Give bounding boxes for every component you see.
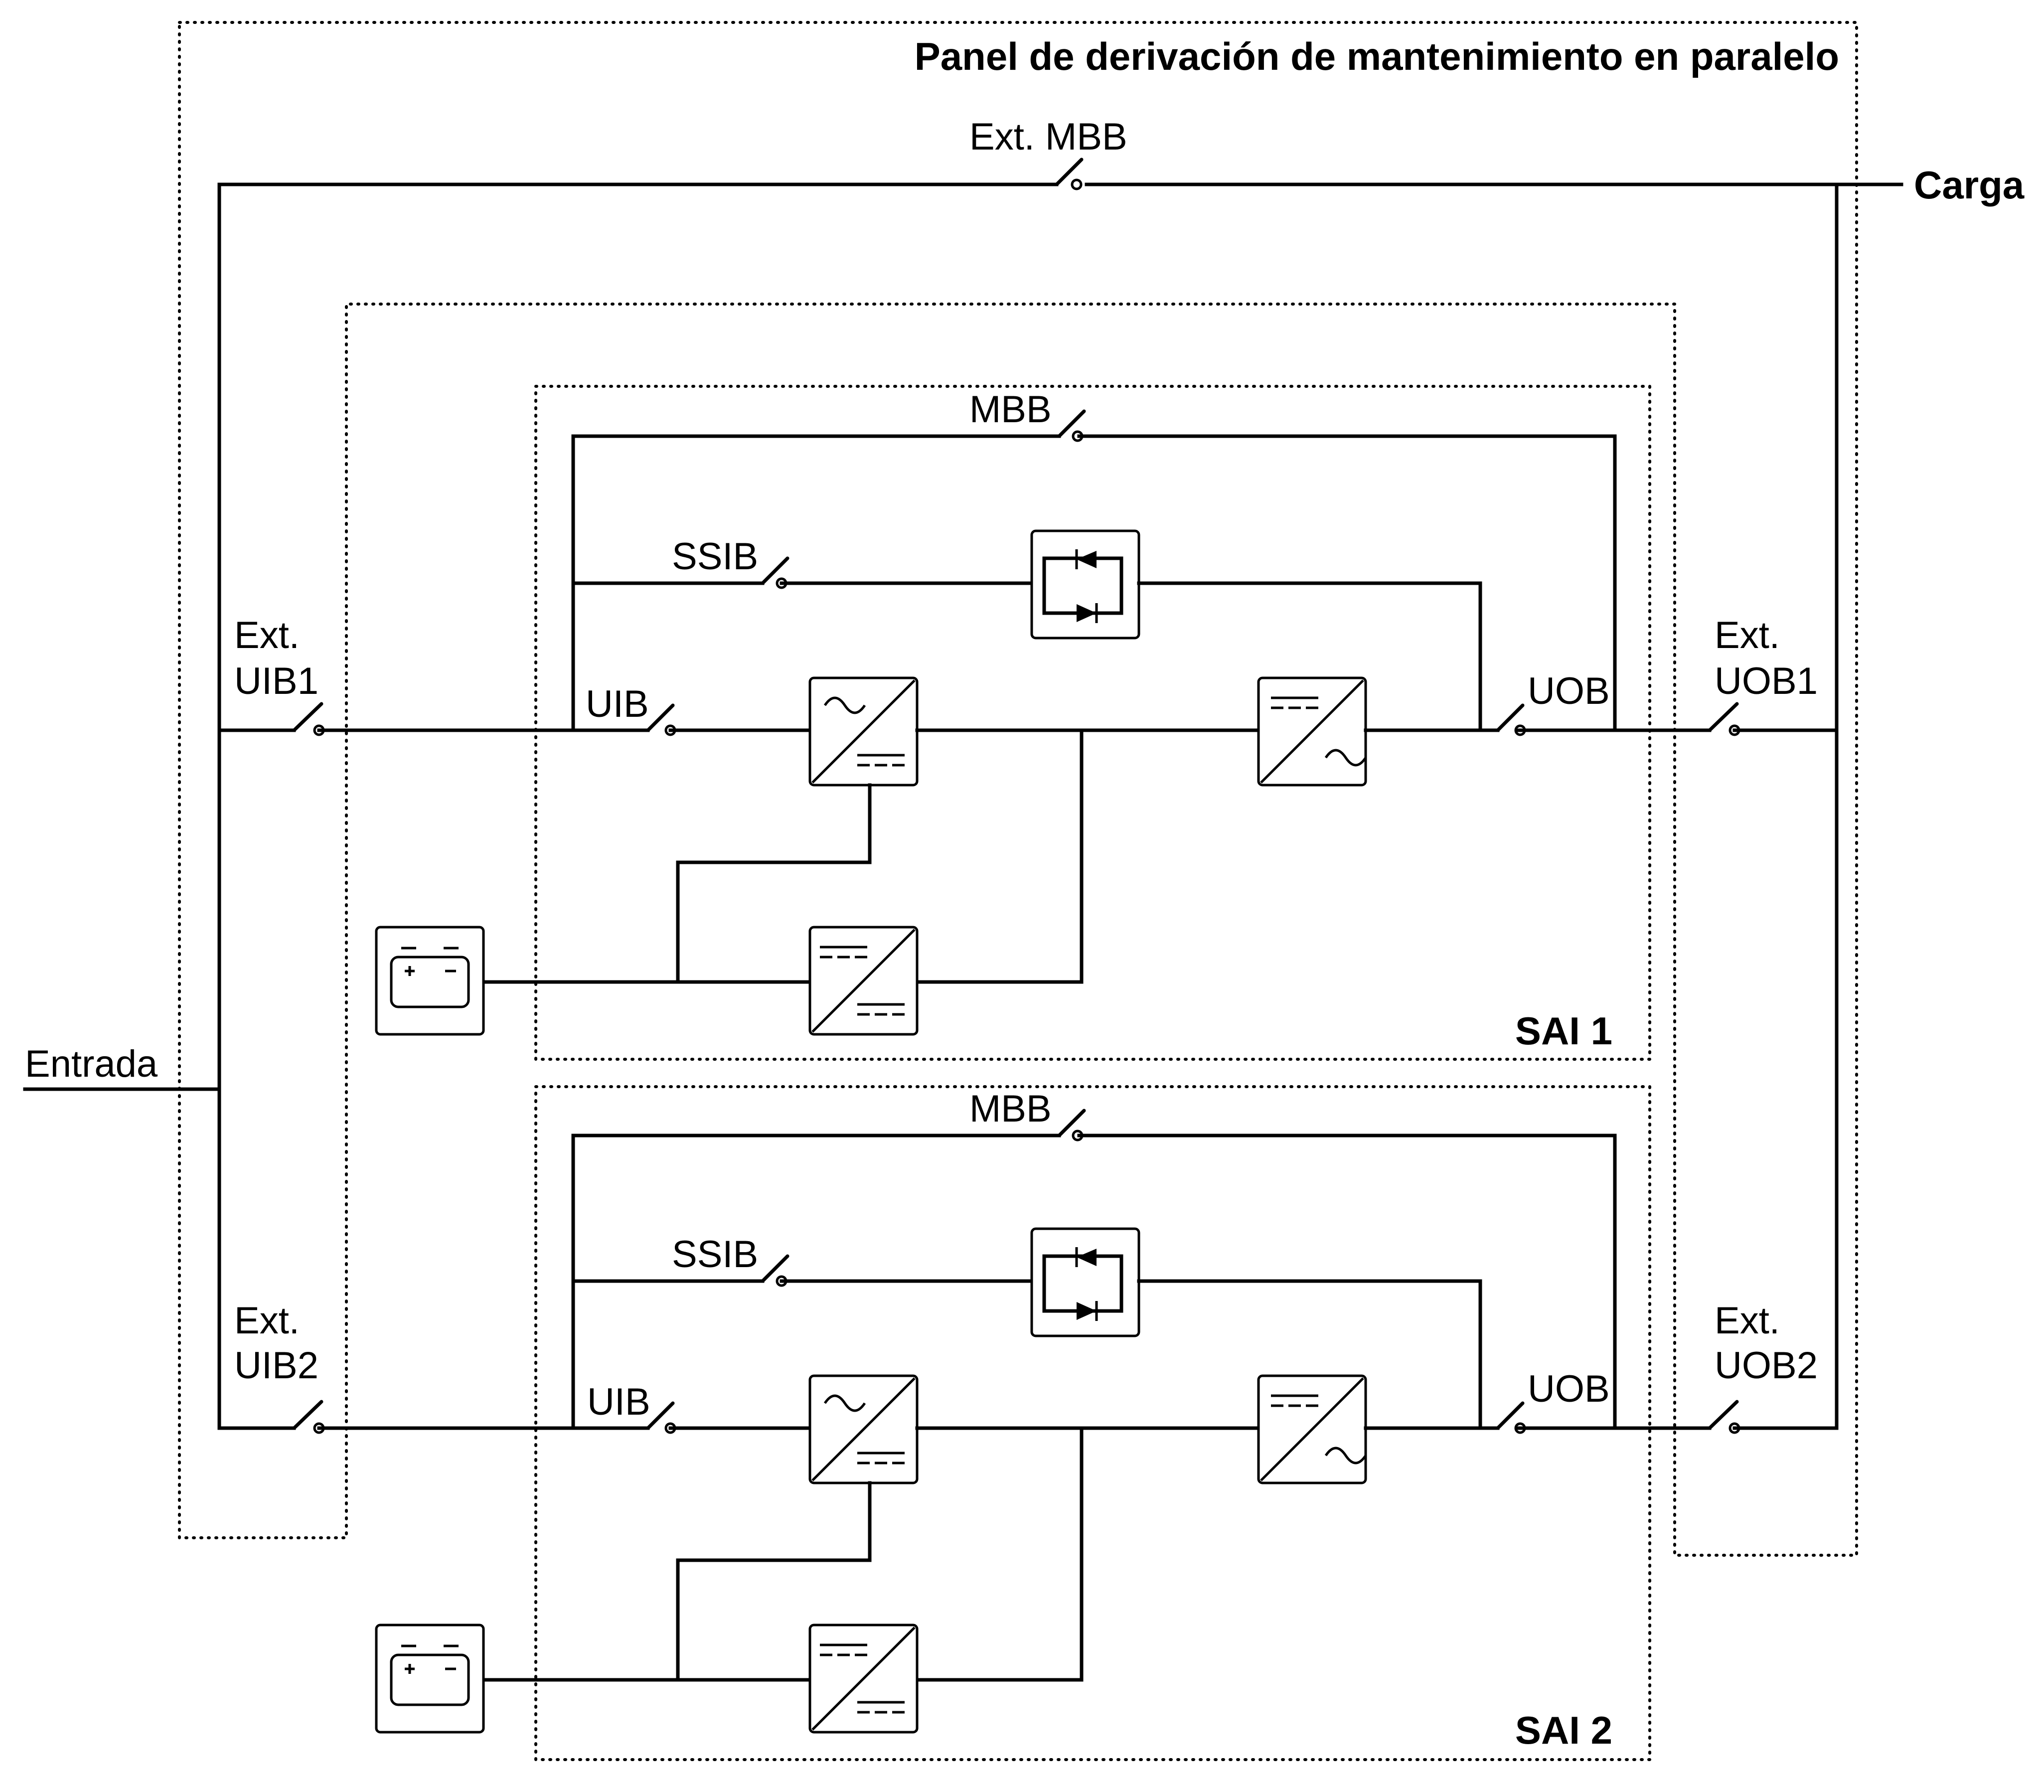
- input-label: Entrada: [25, 1043, 158, 1085]
- static-switch-thyristor-icon: [1030, 529, 1140, 640]
- dc-ac-inverter-icon: [1257, 1374, 1367, 1484]
- ups-1-rectifier-to-battery: [676, 783, 872, 984]
- ext-uob1-label-line2: UOB1: [1715, 660, 1818, 702]
- ext-uib2-label-line1: Ext.: [234, 1300, 300, 1342]
- ext-uib1-label-line2: UIB1: [234, 660, 318, 702]
- dc-dc-converter-icon: [808, 926, 919, 1036]
- ac-dc-rectifier-icon: [808, 1374, 919, 1484]
- ups-2-uib-label: UIB: [587, 1381, 650, 1423]
- ups-1-static-switch-to-uob: [1137, 581, 1482, 732]
- ext-uib1-label-line1: Ext.: [234, 614, 300, 656]
- ups-1-uob-label: UOB: [1528, 670, 1610, 712]
- ups-1-mbb-label: MBB: [969, 388, 1052, 431]
- ups-1-boundary: [534, 385, 1651, 1061]
- panel-title: Panel de derivación de mantenimiento en …: [915, 34, 1839, 78]
- ups-2-mbb-switch: [1057, 1109, 1086, 1141]
- ext-uob2-label-line1: Ext.: [1715, 1300, 1780, 1342]
- ups-2-uob-label: UOB: [1528, 1368, 1610, 1410]
- battery-icon: [375, 926, 485, 1036]
- ups-2-ssib-label: SSIB: [672, 1233, 758, 1276]
- ups-unit-1: SAI 1 MBB SSIB: [375, 385, 1651, 1061]
- dc-ac-inverter-icon: [1257, 676, 1367, 787]
- ext-uob1-label-line1: Ext.: [1715, 614, 1780, 656]
- load-label: Carga: [1914, 163, 2025, 207]
- ext-mbb-switch: [1055, 158, 1084, 190]
- ups-unit-2: SAI 2 MBB SSIB: [375, 1085, 1651, 1761]
- ups-2-boundary: [534, 1085, 1651, 1761]
- dc-dc-converter-icon: [808, 1624, 919, 1734]
- ups-1-mbb-switch: [1057, 409, 1086, 442]
- ext-mbb-label: Ext. MBB: [969, 116, 1127, 158]
- ups-1-uib-label: UIB: [586, 683, 649, 725]
- ups-2-static-switch-to-uob: [1137, 1279, 1482, 1430]
- bypass-panel-boundary: [178, 21, 1858, 1557]
- ups-2-rectifier-to-battery: [676, 1481, 872, 1682]
- ups-2-mbb-label: MBB: [969, 1088, 1052, 1130]
- ups-1-ssib-label: SSIB: [672, 535, 758, 578]
- ac-dc-rectifier-icon: [808, 676, 919, 787]
- ext-uob2-label-line2: UOB2: [1715, 1344, 1818, 1387]
- ups-2-name: SAI 2: [1515, 1708, 1612, 1752]
- battery-icon: [375, 1624, 485, 1734]
- ext-uib2-label-line2: UIB2: [234, 1344, 318, 1387]
- static-switch-thyristor-icon: [1030, 1227, 1140, 1337]
- ups-1-name: SAI 1: [1515, 1009, 1612, 1053]
